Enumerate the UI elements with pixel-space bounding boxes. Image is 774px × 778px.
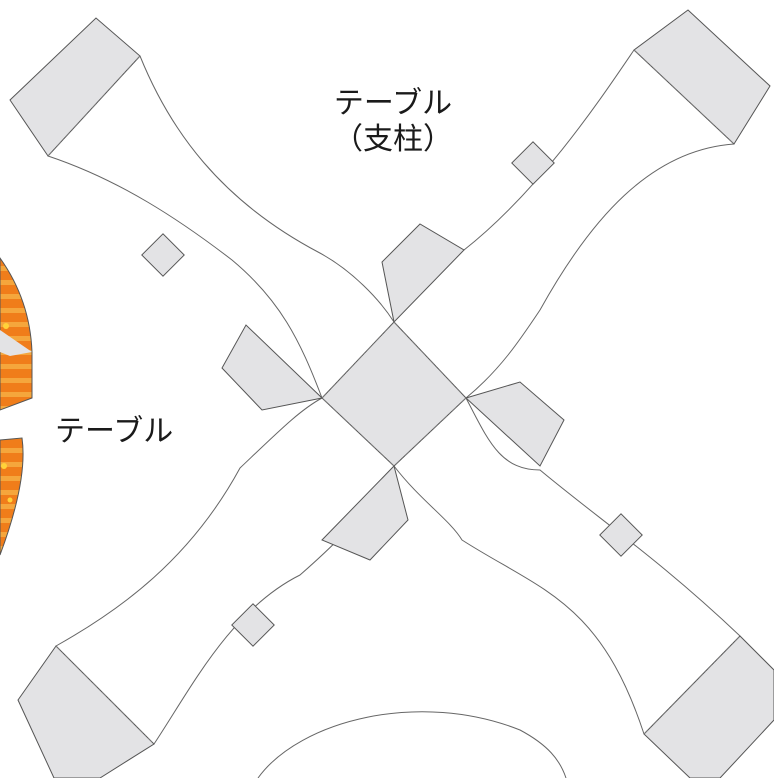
glue-tab-small-2: [141, 233, 185, 277]
glue-tab-small-4: [231, 603, 275, 647]
glue-tab-center: [321, 321, 467, 467]
glue-tab-small-1: [511, 141, 555, 185]
label-table-post: テーブル （支柱）: [328, 86, 458, 158]
glue-tab-bottom-left-end: [17, 645, 155, 778]
label-table-post-line2: （支柱）: [333, 122, 453, 157]
glue-tab-top-right-end: [633, 9, 771, 145]
glue-tab-right-flap: [465, 381, 565, 467]
glue-tab-left-flap: [221, 324, 324, 411]
glue-tab-bottom-right-end: [643, 635, 774, 778]
glue-tabs: [9, 9, 774, 778]
glue-tab-lower-flap: [321, 465, 409, 561]
stand-outline: [47, 49, 741, 778]
fold-lines: [47, 49, 741, 745]
glue-tab-small-3: [599, 513, 643, 557]
glue-tab-upper-flap: [381, 223, 465, 324]
glue-tab-top-left-end: [9, 17, 141, 157]
table-top-pattern: [0, 257, 33, 556]
label-table-post-line1: テーブル: [333, 86, 453, 121]
label-table: テーブル: [55, 414, 174, 449]
